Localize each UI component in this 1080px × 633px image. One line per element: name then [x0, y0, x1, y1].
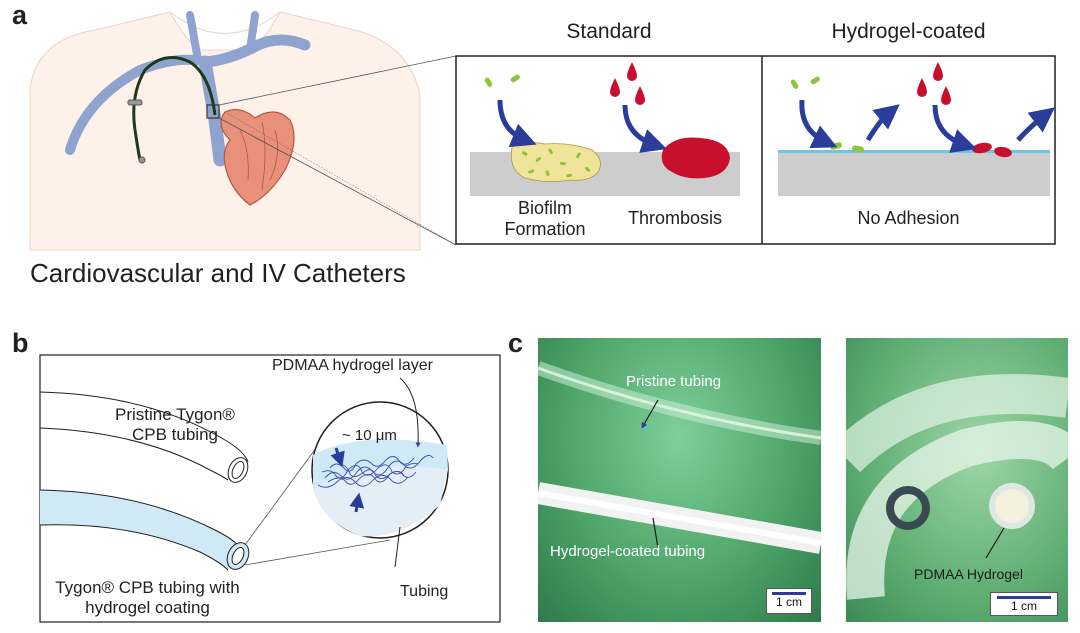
scale-bar-left-text: 1 cm	[775, 595, 802, 609]
arrow-blood-in	[932, 104, 977, 153]
coated-line2: hydrogel coating	[85, 598, 210, 617]
arrow-blood-out	[1016, 107, 1055, 142]
standard-blood-drops	[610, 62, 645, 105]
panel-a-letter: a	[12, 0, 28, 30]
coated-tubing-label: Tygon® CPB tubing with hydrogel coating	[45, 578, 250, 618]
thrombosis-label: Thrombosis	[628, 208, 723, 228]
hydrogel-layer-label: PDMAA hydrogel layer	[272, 357, 433, 374]
hydrogel-coated-title: Hydrogel-coated	[831, 20, 986, 43]
hydrogel-coated-tubing-photo-label: Hydrogel-coated tubing	[550, 543, 706, 560]
arrow-bacteria-out	[865, 104, 900, 142]
coated-surface	[778, 152, 1050, 196]
heart-illustration	[220, 108, 295, 206]
scale-bar-right: 1 cm	[990, 592, 1058, 616]
arrow-bacteria-standard	[497, 99, 537, 147]
photo-tubing-cross-section: PDMAA Hydrogel 1 cm	[846, 338, 1068, 622]
catheter-line	[132, 56, 217, 161]
scale-bar-left-line	[772, 592, 806, 595]
photo-tubing-shapes	[538, 361, 821, 554]
tubing-label: Tubing	[400, 583, 449, 600]
biofilm-label-line1: Biofilm	[517, 198, 572, 218]
no-adhesion-label: No Adhesion	[857, 208, 960, 228]
standard-title: Standard	[566, 20, 652, 43]
coated-blood	[917, 62, 1012, 158]
thrombus-blob	[661, 137, 730, 179]
scale-bar-right-line	[997, 596, 1051, 599]
arrow-blood-standard	[622, 104, 667, 153]
biofilm-label: Biofilm Formation	[490, 198, 600, 240]
pristine-line2: CPB tubing	[132, 425, 218, 444]
panel-a-caption: Cardiovascular and IV Catheters	[30, 258, 406, 288]
coated-tube-illustration	[39, 489, 250, 571]
photo-cross-section-shapes	[846, 374, 1068, 600]
photo-tubing-comparison: Pristine tubing Hydrogel-coated tubing 1…	[538, 338, 821, 622]
pdmaa-hydrogel-photo-label: PDMAA Hydrogel	[914, 566, 1023, 582]
scale-bar-left: 1 cm	[766, 588, 812, 614]
pristine-tube-illustration	[39, 391, 249, 483]
pristine-line1: Pristine Tygon®	[115, 405, 235, 424]
pristine-tubing-label: Pristine Tygon® CPB tubing	[95, 405, 255, 445]
biofilm-label-line2: Formation	[504, 219, 586, 239]
panel-a-graphics	[29, 11, 1056, 251]
panel-b-letter: b	[12, 328, 29, 358]
pristine-tubing-photo-label: Pristine tubing	[626, 373, 722, 390]
scale-bar-right-text: 1 cm	[1010, 599, 1037, 613]
biofilm-bacteria	[521, 148, 591, 178]
polymer-mesh	[317, 455, 434, 488]
hydrogel-coating	[778, 150, 1050, 153]
panel-c-letter: c	[508, 328, 524, 358]
coated-line1: Tygon® CPB tubing with	[55, 578, 240, 597]
arrow-bacteria-in	[799, 99, 838, 149]
thickness-label: ~ 10 μm	[342, 427, 397, 444]
standard-bacteria	[484, 74, 520, 87]
magnified-cross-section	[311, 401, 449, 539]
